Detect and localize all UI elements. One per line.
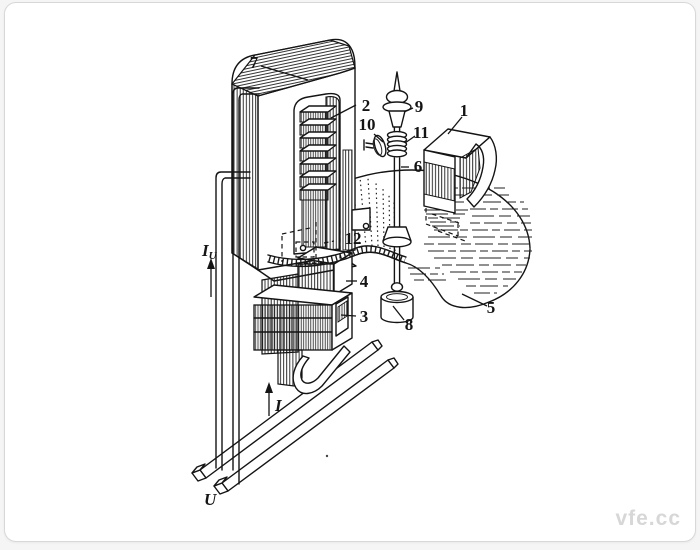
disc-hub-base <box>382 236 412 248</box>
brake-magnet <box>423 128 498 243</box>
disc-front-rim <box>267 245 407 268</box>
disc-hatching <box>408 187 533 294</box>
electrical-annotations: IU I U <box>201 241 283 509</box>
current-electromagnet <box>253 246 353 387</box>
label-11: 11 <box>413 123 429 142</box>
label-1: 1 <box>460 101 469 120</box>
ink-speck <box>325 454 329 458</box>
part-labels: 7 2 9 10 11 6 1 12 4 3 8 5 <box>250 53 496 334</box>
worm <box>386 130 408 158</box>
label-9: 9 <box>415 97 424 116</box>
shaft-middle <box>393 157 401 228</box>
voltage-coil-leads <box>215 87 260 485</box>
label-5: 5 <box>487 298 496 317</box>
core-lamination-side <box>231 83 259 271</box>
coil-turn <box>299 157 337 175</box>
label-12: 12 <box>345 229 362 248</box>
leader-lines <box>260 65 488 321</box>
label-voltage: U <box>204 490 217 509</box>
lower-bearing <box>380 282 414 324</box>
pivot-knob <box>362 222 370 230</box>
label-7: 7 <box>250 53 259 72</box>
label-load-current: I <box>274 396 283 415</box>
bearing-cup <box>380 297 414 324</box>
label-3: 3 <box>360 307 369 326</box>
coil-knob <box>299 244 307 252</box>
current-conductor-hook <box>292 345 351 395</box>
label-iv: IU <box>201 241 218 262</box>
upper-bearing-cone <box>388 110 406 128</box>
worm-wheel <box>363 134 387 158</box>
bus-bar-end-face <box>387 357 399 369</box>
magnet-front-hatch <box>423 161 456 202</box>
image-frame: 7 2 9 10 11 6 1 12 4 3 8 5 IU I U vfe.cc <box>4 2 696 542</box>
magnet-right-limb <box>465 136 498 208</box>
coil-turn <box>299 118 337 136</box>
current-coil-front <box>253 304 333 351</box>
coil-turn <box>299 144 337 162</box>
coil-body-lower <box>301 199 327 248</box>
site-watermark: vfe.cc <box>615 507 681 530</box>
shaft-lower <box>393 245 401 285</box>
label-8: 8 <box>405 315 414 334</box>
supply-bus-bars <box>191 339 399 495</box>
bearing-ball <box>390 282 404 292</box>
voltage-coil <box>299 105 337 252</box>
bus-bar-end-face <box>371 339 383 351</box>
pivot-needle <box>393 71 401 92</box>
iv-base: I <box>201 241 210 260</box>
label-4: 4 <box>360 272 369 291</box>
load-current-arrow-head <box>265 382 273 393</box>
spindle-assembly <box>363 71 414 324</box>
iv-arrow-head <box>207 258 215 269</box>
label-10: 10 <box>359 115 376 134</box>
bus-bar <box>221 359 395 492</box>
coil-turn <box>299 183 337 201</box>
label-6: 6 <box>414 157 423 176</box>
magnet-inner-hatch <box>459 147 481 199</box>
adjuster-hidden-edges <box>281 222 341 264</box>
iv-subscript: U <box>209 250 218 262</box>
label-2: 2 <box>362 96 371 115</box>
magnet-hidden-pole <box>425 208 469 243</box>
core-right-limb-hatch <box>342 149 353 251</box>
